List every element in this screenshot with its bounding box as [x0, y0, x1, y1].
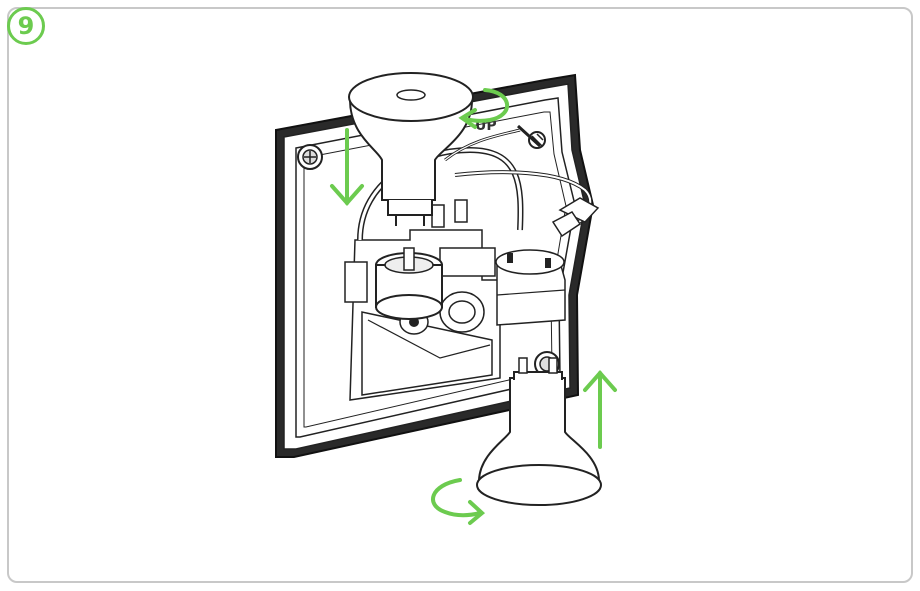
down-arrow-icon	[330, 128, 364, 207]
wiring	[431, 128, 600, 238]
lamp-socket	[375, 247, 443, 320]
bulb-bottom	[476, 357, 602, 506]
up-arrow-icon	[583, 369, 617, 449]
rotate-arrow-icon	[458, 88, 510, 129]
screw-icon	[297, 144, 323, 170]
step-number-badge: 9	[7, 7, 45, 45]
bulb-top	[348, 72, 474, 226]
rotate-arrow-icon	[431, 478, 486, 525]
screw-icon	[516, 124, 546, 149]
fixture-housing	[344, 146, 524, 401]
terminal-block	[495, 249, 566, 326]
